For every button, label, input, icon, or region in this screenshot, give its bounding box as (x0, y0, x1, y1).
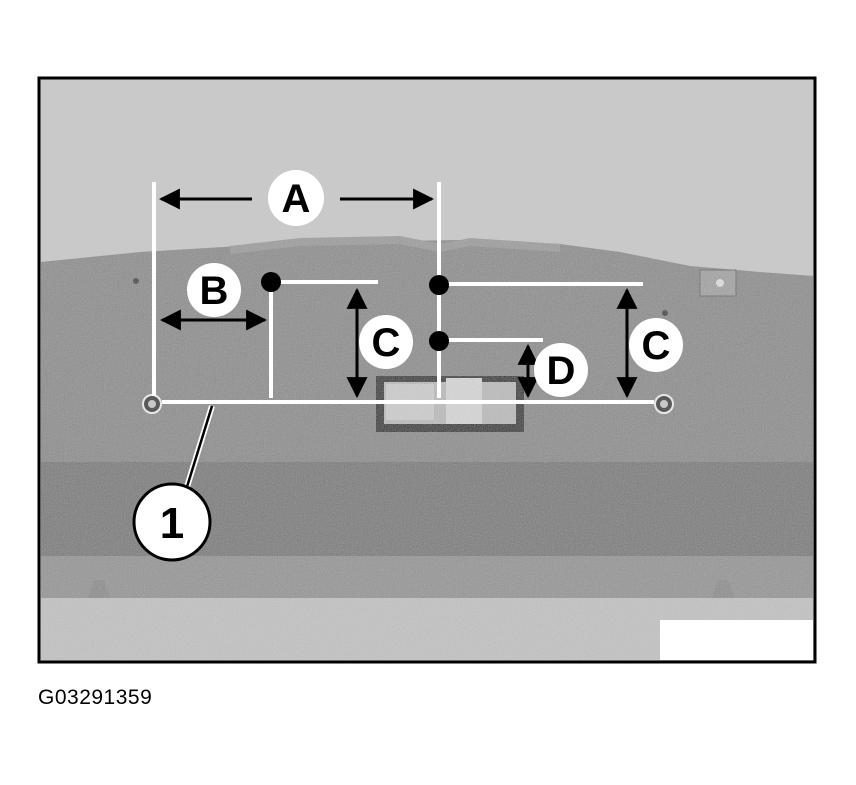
svg-text:C: C (372, 321, 401, 365)
callout-d: D (534, 343, 588, 397)
measure-point-d (429, 331, 449, 351)
svg-text:B: B (200, 269, 229, 313)
svg-text:C: C (642, 324, 671, 368)
callout-b: B (187, 263, 241, 317)
figure-id: G03291359 (38, 686, 153, 709)
panel (41, 236, 813, 660)
mounting-hole-left (142, 394, 162, 414)
svg-text:D: D (547, 349, 576, 393)
callout-a: A (268, 170, 324, 226)
blank-label-box (660, 620, 813, 660)
svg-text:A: A (282, 177, 311, 221)
mounting-hole-right (654, 394, 674, 414)
callout-c-right: C (629, 318, 683, 372)
svg-text:1: 1 (160, 499, 184, 548)
measure-point-b (261, 272, 281, 292)
callout-c-left: C (359, 315, 413, 369)
part-callout-1: 1 (132, 405, 215, 562)
measure-point-c (429, 275, 449, 295)
